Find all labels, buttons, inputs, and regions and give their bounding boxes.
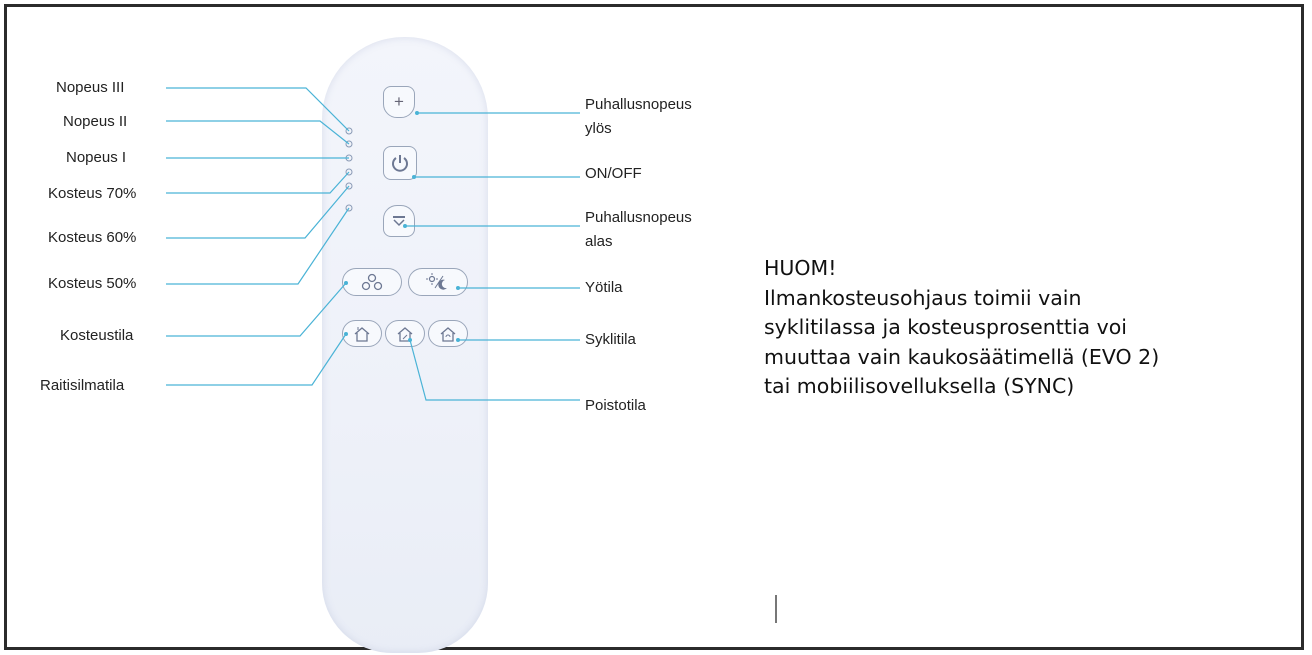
- note-line: muuttaa vain kaukosäätimellä (EVO 2): [764, 344, 1160, 369]
- line-kosteustila: [166, 282, 347, 337]
- label-kosteus-50: Kosteus 50%: [48, 275, 137, 292]
- humidity-drops-icon: [361, 273, 383, 291]
- label-kosteus-70: Kosteus 70%: [48, 185, 137, 202]
- line-kosteus-60: [166, 185, 350, 239]
- power-button[interactable]: [383, 146, 417, 180]
- line-raitisilmatila: [166, 333, 347, 386]
- led-kosteus-50: [345, 204, 353, 212]
- line-poistotila: [409, 339, 580, 401]
- label-on-off: ON/OFF: [585, 165, 642, 182]
- led-kosteus-60: [345, 182, 353, 190]
- cycle-mode-button[interactable]: [428, 320, 468, 347]
- label-nopeus-ii: Nopeus II: [63, 113, 128, 130]
- line-kosteus-70: [166, 171, 350, 194]
- house-icon: [354, 326, 370, 342]
- label-kosteus-60: Kosteus 60%: [48, 229, 137, 246]
- led-kosteus-70: [345, 168, 353, 176]
- speed-down-button[interactable]: [383, 205, 415, 237]
- night-mode-button[interactable]: [408, 268, 468, 296]
- minus-icon: [393, 216, 405, 227]
- label-speed-down-line2: alas: [585, 233, 613, 250]
- line-kosteus-50: [166, 207, 350, 285]
- label-yotila: Yötila: [585, 279, 623, 296]
- house-cycle-icon: [440, 326, 456, 342]
- line-nopeus-ii: [166, 120, 350, 145]
- note-line: tai mobiilisovelluksella (SYNC): [764, 374, 1075, 398]
- speed-up-button[interactable]: +: [383, 86, 415, 118]
- plus-icon: +: [394, 92, 404, 111]
- led-nopeus-iii: [345, 127, 353, 135]
- diagram-frame: [4, 4, 1304, 650]
- sun-moon-icon: [426, 273, 447, 290]
- line-nopeus-iii: [166, 87, 350, 132]
- led-nopeus-ii: [345, 140, 353, 148]
- note-line: Ilmankosteusohjaus toimii vain: [764, 285, 1082, 310]
- label-raitisilmatila: Raitisilmatila: [40, 377, 125, 394]
- label-speed-up-line2: ylös: [585, 120, 612, 137]
- stray-mark: [775, 595, 777, 623]
- label-poistotila: Poistotila: [585, 397, 646, 414]
- note-line: syklitilassa ja kosteusprosenttia voi: [764, 315, 1128, 339]
- label-syklitila: Syklitila: [585, 331, 636, 348]
- label-nopeus-i: Nopeus I: [66, 149, 127, 166]
- house-exhaust-icon: [397, 326, 413, 342]
- label-kosteustila: Kosteustila: [60, 327, 134, 344]
- note-box: HUOM! Ilmankosteusohjaus toimii vain syk…: [764, 254, 1159, 402]
- exhaust-mode-button[interactable]: [385, 320, 425, 347]
- label-speed-up-line1: Puhallusnopeus: [585, 96, 692, 113]
- note-title: HUOM!: [764, 256, 837, 280]
- label-nopeus-iii: Nopeus III: [56, 79, 125, 96]
- humidity-mode-button[interactable]: [342, 268, 402, 296]
- label-speed-down-line1: Puhallusnopeus: [585, 209, 692, 226]
- power-icon: [392, 155, 408, 172]
- fresh-air-mode-button[interactable]: [342, 320, 382, 347]
